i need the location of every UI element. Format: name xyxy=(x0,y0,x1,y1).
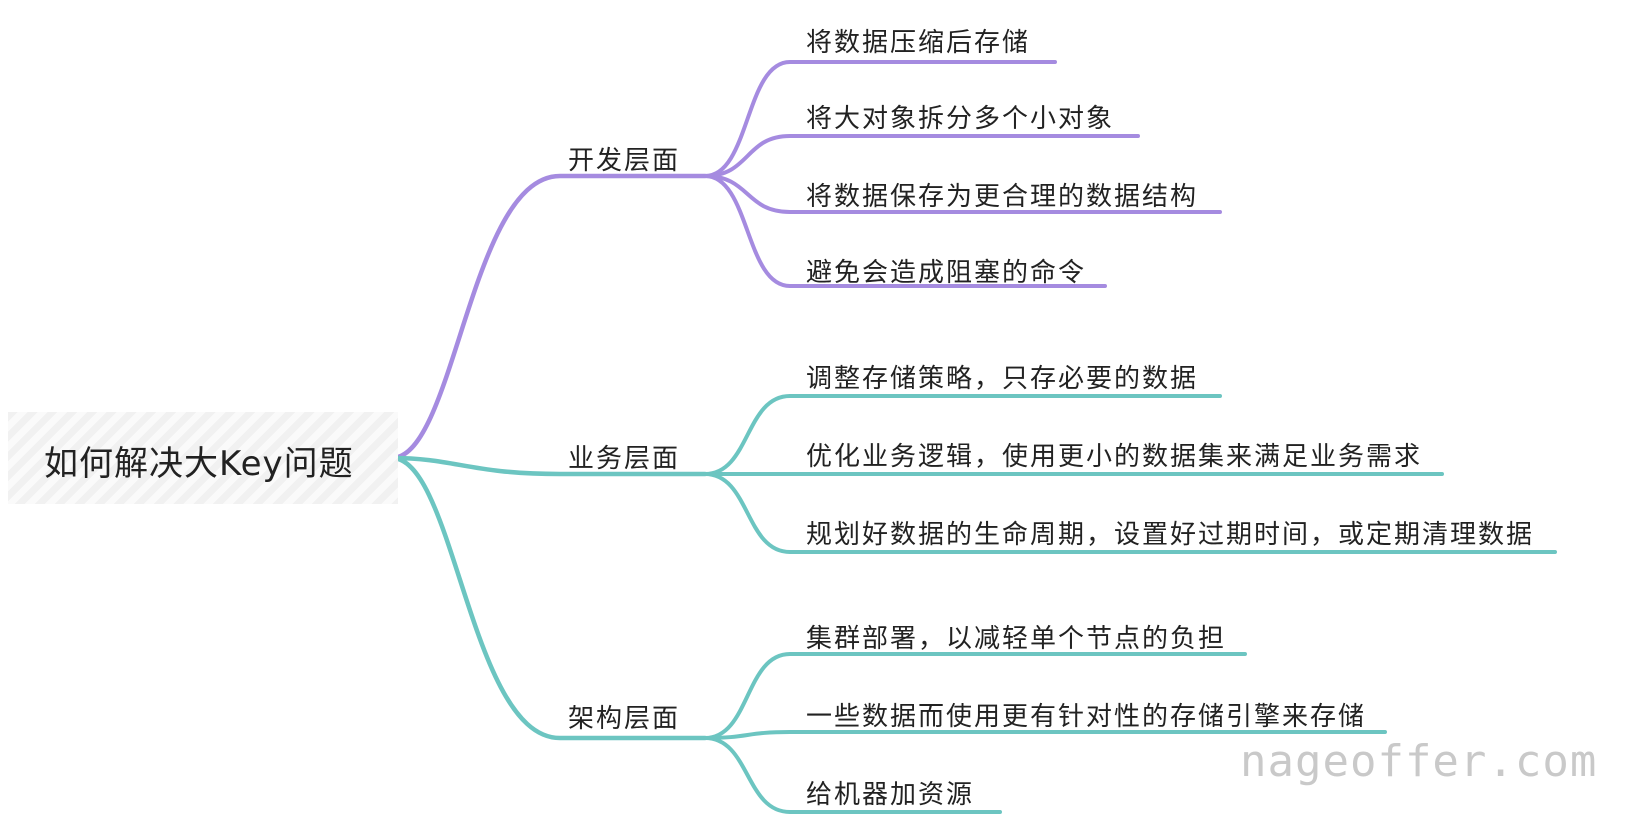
leaf-connector xyxy=(703,174,1222,214)
leaf-label: 避免会造成阻塞的命令 xyxy=(806,258,1087,288)
branch-connector xyxy=(389,455,708,741)
leaf-label: 将数据保存为更合理的数据结构 xyxy=(806,182,1199,212)
root-node-label: 如何解决大Key问题 xyxy=(44,444,354,484)
branch-connector xyxy=(389,455,708,477)
leaf-label: 一些数据而使用更有针对性的存储引擎来存储 xyxy=(806,702,1367,732)
leaf-label: 规划好数据的生命周期，设置好过期时间，或定期清理数据 xyxy=(806,520,1535,550)
leaf-connector xyxy=(703,60,1057,178)
leaf-connector xyxy=(703,134,1140,178)
leaf-label: 调整存储策略，只存必要的数据 xyxy=(806,364,1199,394)
leaf-connector xyxy=(703,652,1247,740)
leaf-connector xyxy=(703,472,1557,554)
root-node-background xyxy=(8,412,398,504)
leaf-label: 将数据压缩后存储 xyxy=(806,28,1031,58)
branch-label-dev: 开发层面 xyxy=(568,146,681,176)
leaf-connector xyxy=(703,394,1222,476)
leaf-connector xyxy=(703,736,1002,814)
leaf-connector xyxy=(703,730,1387,740)
leaf-connector xyxy=(703,174,1107,288)
leaf-label: 优化业务逻辑，使用更小的数据集来满足业务需求 xyxy=(806,442,1423,472)
leaf-label: 将大对象拆分多个小对象 xyxy=(806,104,1115,134)
branch-connector xyxy=(389,173,708,461)
watermark-text: nageoffer.com xyxy=(1240,736,1598,787)
leaf-label: 集群部署，以减轻单个节点的负担 xyxy=(806,624,1227,654)
branch-label-business: 业务层面 xyxy=(568,444,681,474)
branch-label-architecture: 架构层面 xyxy=(568,704,681,734)
leaf-label: 给机器加资源 xyxy=(806,780,975,810)
